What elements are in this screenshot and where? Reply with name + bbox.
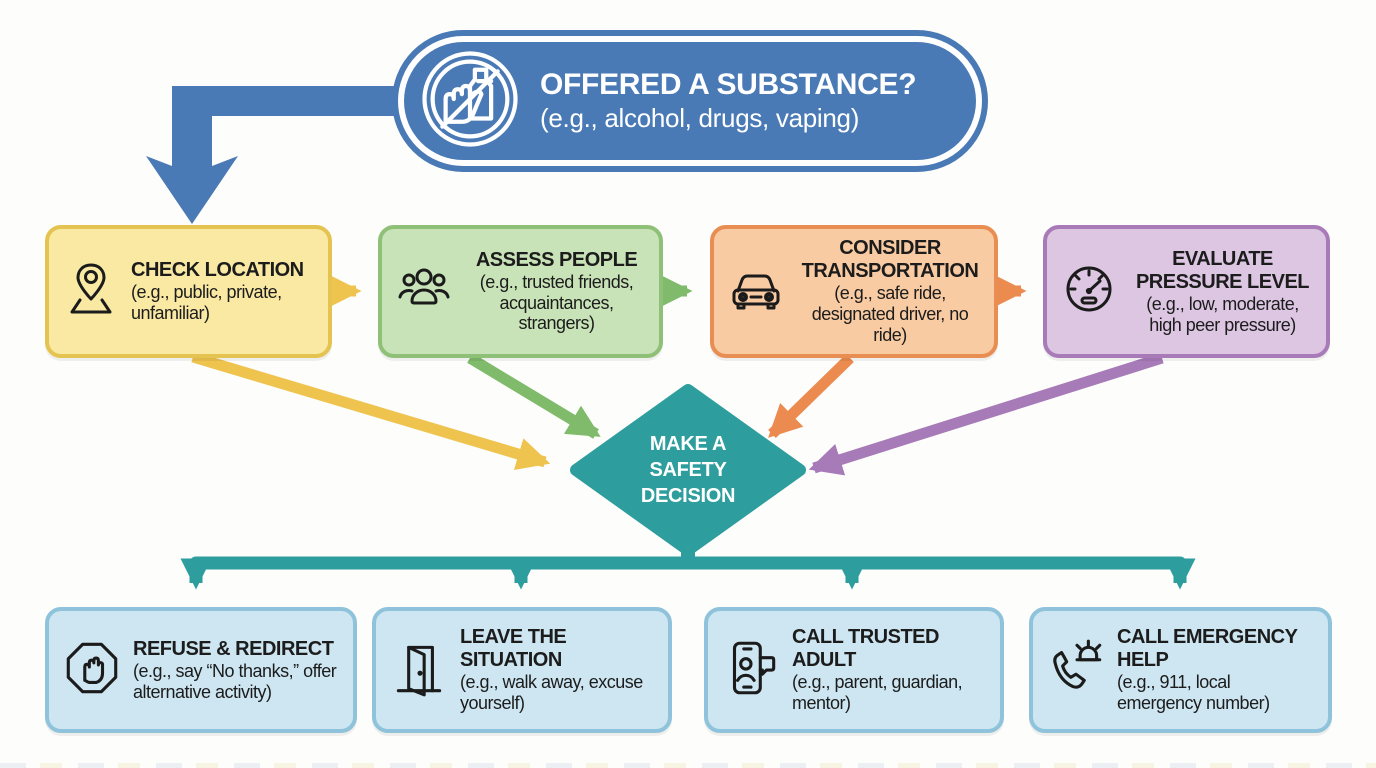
title-banner: OFFERED A SUBSTANCE? (e.g., alcohol, dru… — [392, 30, 988, 172]
step-heading: ASSESS PEOPLE — [475, 248, 638, 271]
action-call-trusted-adult: CALL TRUSTED ADULT (e.g., parent, guardi… — [704, 607, 1004, 733]
location-pin-icon — [59, 257, 123, 326]
title-subtitle: (e.g., alcohol, drugs, vaping) — [540, 102, 860, 133]
action-detail: (e.g., parent, guardian, mentor) — [792, 672, 963, 713]
decision-line: DECISION — [640, 485, 736, 507]
step-evaluate-pressure: EVALUATE PRESSURE LEVEL (e.g., low, mode… — [1043, 225, 1330, 358]
step-detail: (e.g., trusted friends, acquaintances, s… — [479, 271, 634, 334]
open-door-icon — [386, 635, 452, 706]
car-icon — [724, 257, 788, 326]
step4-to-decision-arrow — [808, 352, 1164, 476]
action-call-emergency-help: CALL EMERGENCY HELP (e.g., 911, local em… — [1029, 607, 1332, 733]
people-group-icon — [392, 257, 456, 326]
action-heading: LEAVE THE SITUATION — [460, 626, 567, 672]
action-detail: (e.g., walk away, excuse yourself) — [460, 672, 643, 713]
start-elbow-arrow — [146, 86, 398, 224]
emergency-call-icon — [1043, 635, 1109, 706]
step-assess-people: ASSESS PEOPLE (e.g., trusted friends, ac… — [378, 225, 663, 358]
gauge-icon — [1057, 257, 1121, 326]
no-substance-icon — [418, 47, 522, 156]
decision-line: SAFETY — [649, 459, 727, 481]
bottom-crop-artifact — [0, 763, 1376, 768]
action-leave-situation: LEAVE THE SITUATION (e.g., walk away, ex… — [372, 607, 672, 733]
decision-line: MAKE A — [649, 433, 727, 455]
step-detail: (e.g., safe ride, designated driver, no … — [811, 283, 969, 345]
step-detail: (e.g., public, private, unfamiliar) — [131, 282, 282, 323]
step3-to-decision-arrow — [768, 354, 854, 438]
step-heading: CHECK LOCATION — [131, 259, 304, 282]
step1-to-decision-arrow — [191, 351, 551, 470]
decision-branch-tree — [180, 538, 1196, 590]
action-heading: CALL EMERGENCY HELP — [1117, 626, 1298, 672]
step2-to-decision-arrow — [467, 353, 601, 439]
step-detail: (e.g., low, moderate, high peer pressure… — [1146, 293, 1299, 335]
step-check-location: CHECK LOCATION (e.g., public, private, u… — [45, 225, 332, 358]
action-detail: (e.g., 911, local emergency number) — [1117, 672, 1270, 713]
step-heading: CONSIDER TRANSPORTATION — [801, 237, 979, 283]
phone-contact-icon — [718, 635, 784, 706]
stop-hand-icon — [59, 635, 125, 706]
action-heading: CALL TRUSTED ADULT — [792, 626, 939, 672]
action-detail: (e.g., say “No thanks,” offer alternativ… — [133, 660, 337, 702]
step-heading: EVALUATE PRESSURE LEVEL — [1135, 247, 1310, 293]
decision-node: MAKE A SAFETY DECISION — [596, 418, 780, 522]
title-heading: OFFERED A SUBSTANCE? — [540, 68, 917, 102]
step-consider-transportation: CONSIDER TRANSPORTATION (e.g., safe ride… — [710, 225, 998, 358]
action-refuse-redirect: REFUSE & REDIRECT (e.g., say “No thanks,… — [45, 607, 357, 733]
title-text: OFFERED A SUBSTANCE? (e.g., alcohol, dru… — [540, 68, 917, 134]
action-heading: REFUSE & REDIRECT — [133, 637, 334, 660]
